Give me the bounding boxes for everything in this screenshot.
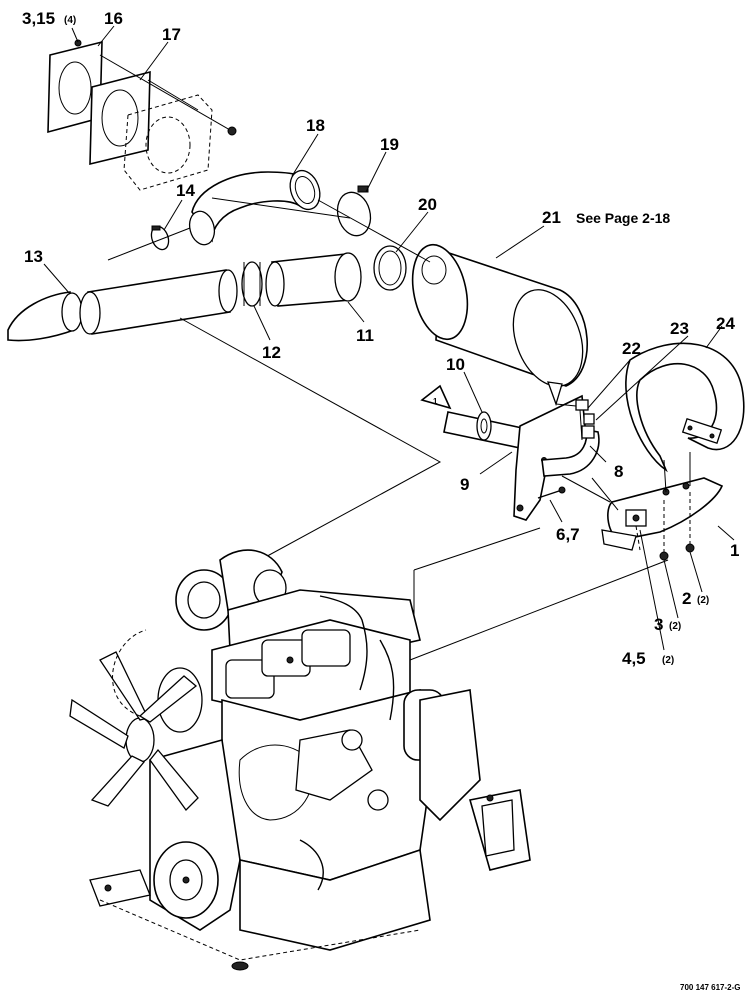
clamp-12 xyxy=(241,261,263,307)
part-23 xyxy=(583,413,595,425)
hose-clamp-19 xyxy=(336,185,372,237)
callout-2-qty: (2) xyxy=(697,595,709,606)
elbow-hose-18 xyxy=(188,169,321,246)
callout-17: 17 xyxy=(162,25,181,44)
exhaust-manifold-flange xyxy=(99,54,237,191)
callout-3-15-qty: (4) xyxy=(64,15,76,26)
callout-18: 18 xyxy=(306,116,325,135)
callout-10: 10 xyxy=(446,355,465,374)
callout-20: 20 xyxy=(418,195,437,214)
callout-labels: 3,15 (4) 16 17 18 19 14 20 21 See Page 2… xyxy=(22,9,739,668)
washer-3 xyxy=(659,551,669,561)
callout-9: 9 xyxy=(460,475,469,494)
callout-14: 14 xyxy=(176,181,195,200)
hose-clamp-14 xyxy=(150,225,170,251)
air-cleaner-21 xyxy=(411,243,588,407)
callout-21-note: See Page 2-18 xyxy=(576,210,670,226)
callout-3: 3 xyxy=(654,615,663,634)
elbow-tube-8 xyxy=(541,425,600,477)
gasket-17 xyxy=(89,70,151,166)
mounting-band-24 xyxy=(625,342,745,473)
clip-4-5 xyxy=(625,509,647,527)
flag-note-number: 1 xyxy=(433,397,438,406)
callout-8: 8 xyxy=(614,462,623,481)
callout-6-7: 6,7 xyxy=(556,525,580,544)
screw-6-7 xyxy=(537,486,566,499)
callout-2: 2 xyxy=(682,589,691,608)
callout-4-5: 4,5 xyxy=(622,649,646,668)
callout-19: 19 xyxy=(380,135,399,154)
tube-10 xyxy=(443,411,523,449)
flag-note xyxy=(420,384,452,410)
drawing-number: 700 147 617-2-G xyxy=(680,983,741,992)
callout-21: 21 xyxy=(542,208,561,227)
callout-16: 16 xyxy=(104,9,123,28)
engine-assembly xyxy=(69,549,531,971)
support-plate-1 xyxy=(601,477,724,551)
callout-24: 24 xyxy=(716,314,735,333)
callout-1: 1 xyxy=(730,541,739,560)
callout-23: 23 xyxy=(670,319,689,338)
callout-11: 11 xyxy=(356,326,374,345)
part-22 xyxy=(575,399,589,411)
callout-4-5-qty: (2) xyxy=(662,655,674,666)
callout-22: 22 xyxy=(622,339,641,358)
intake-pipe-13 xyxy=(7,269,238,342)
bolt-2 xyxy=(685,543,695,553)
callout-leaders xyxy=(43,25,735,651)
connection-lines xyxy=(107,197,691,661)
callout-3-qty: (2) xyxy=(669,621,681,632)
callout-12: 12 xyxy=(262,343,281,362)
callout-13: 13 xyxy=(24,247,43,266)
hose-11 xyxy=(265,252,362,307)
clamp-20 xyxy=(373,245,407,291)
callout-3-15: 3,15 xyxy=(22,9,55,28)
